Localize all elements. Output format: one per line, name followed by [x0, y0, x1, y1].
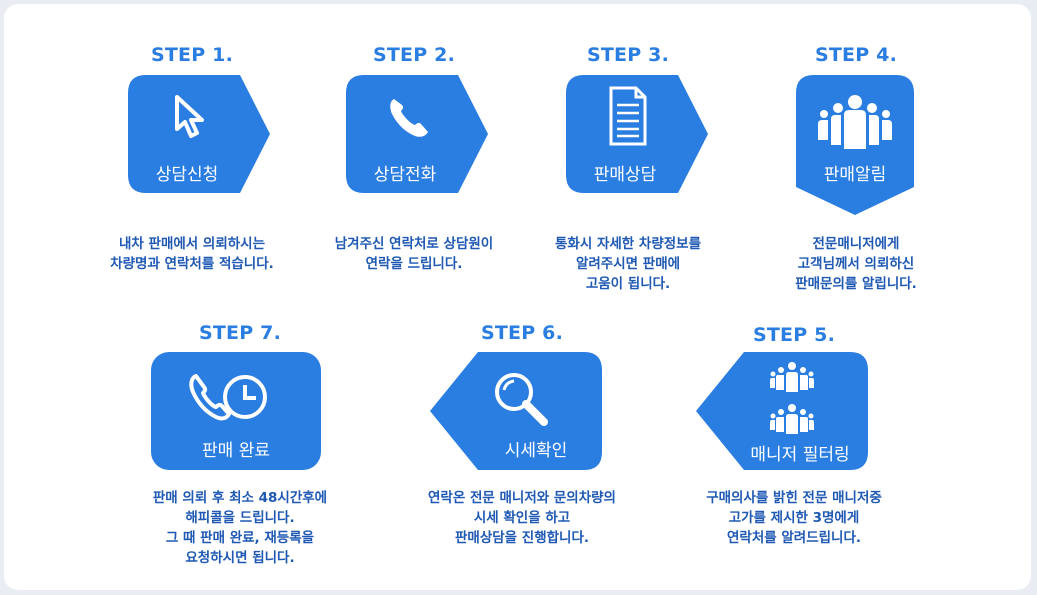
step-4-badge: 판매알림	[796, 75, 914, 215]
step-5-badge: 매니저 필터링	[696, 352, 868, 470]
step-4-label: 판매알림	[823, 165, 887, 185]
step-5-title: STEP 5.	[752, 324, 835, 346]
description-line: 판매문의를 알립니다.	[795, 276, 917, 292]
description-line: 남겨주신 연락처로 상담원이	[334, 236, 494, 252]
step-7-title: STEP 7.	[198, 322, 281, 344]
document-icon	[609, 86, 647, 146]
description-line: 차량명과 연락처를 적습니다.	[110, 256, 274, 272]
description-line: 그 때 판매 완료, 재등록을	[165, 530, 315, 546]
description-line: 전문매니저에게	[812, 236, 900, 252]
step-3-title: STEP 3.	[586, 44, 669, 66]
description-line: 시세 확인을 하고	[473, 510, 571, 526]
description-line: 연락을 드립니다.	[365, 256, 463, 272]
step-7-badge: 판매 완료	[151, 352, 321, 470]
description-line: 통화시 자세한 차량정보를	[554, 236, 702, 252]
people-group-icon	[818, 95, 892, 149]
magnifier-icon	[495, 373, 548, 426]
description-line: 고움이 됩니다.	[585, 276, 671, 292]
step-1-label: 상담신청	[155, 165, 219, 185]
step-2-badge: 상담전화	[346, 75, 488, 193]
description-line: 내차 판매에서 의뢰하시는	[118, 236, 266, 252]
step-4-title: STEP 4.	[814, 44, 897, 66]
step-3-label: 판매상담	[593, 165, 657, 185]
description-line: 요청하시면 됩니다.	[185, 550, 295, 566]
description-line: 해피콜을 드립니다.	[185, 510, 295, 526]
description-line: 판매상담을 진행합니다.	[454, 530, 590, 546]
step-1-badge: 상담신청	[128, 75, 270, 193]
description-line: 구매의사를 밝힌 전문 매니저중	[706, 490, 882, 506]
step-5-label: 매니저 필터링	[750, 445, 850, 465]
step-2-title: STEP 2.	[372, 44, 455, 66]
description-line: 고객님께서 의뢰하신	[797, 256, 915, 272]
step-3-badge: 판매상담	[566, 75, 708, 193]
cursor-icon	[175, 95, 204, 138]
description-line: 알려주시면 판매에	[575, 256, 681, 272]
step-7-label: 판매 완료	[202, 441, 270, 461]
step-6-badge: 시세확인	[430, 352, 602, 470]
people-filter-icon	[770, 362, 814, 434]
step-2-label: 상담전화	[373, 165, 437, 185]
description-line: 판매 의뢰 후 최소 48시간후에	[152, 490, 328, 506]
phone-clock-icon	[189, 374, 267, 421]
description-line: 연락온 전문 매니저와 문의차량의	[428, 490, 616, 506]
phone-icon	[390, 99, 428, 137]
description-line: 연락처를 알려드립니다.	[726, 530, 862, 546]
step-6-label: 시세확인	[504, 441, 568, 461]
description-line: 고가를 제시한 3명에게	[728, 510, 860, 526]
step-6-title: STEP 6.	[480, 322, 563, 344]
step-5: STEP 5. 매니저 필터링	[684, 322, 904, 562]
step-1-title: STEP 1.	[150, 44, 233, 66]
